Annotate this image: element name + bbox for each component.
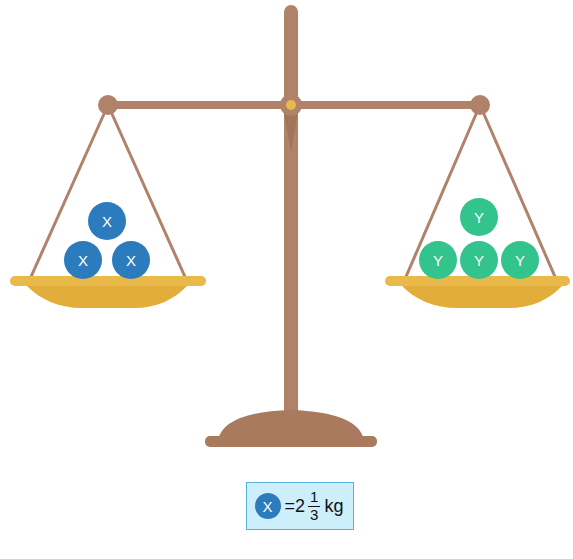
weight-letter: Y [474,210,484,225]
circle-fill [460,198,498,236]
circle-fill [88,202,126,240]
weight-letter: Y [433,253,443,268]
circle-fill [64,241,102,279]
fraction-numerator: 1 [308,489,320,507]
y-weight: Y [419,241,457,279]
x-weight: X [64,241,102,279]
weight-letter: Y [474,253,484,268]
scale-beam [108,101,480,109]
pan-rim [10,276,206,286]
circle-fill [419,241,457,279]
weight-letter: X [263,499,273,514]
pivot [280,94,302,116]
x-weight: X [112,241,150,279]
string [108,105,186,279]
pointer [284,112,298,152]
pan-bowl [401,285,563,308]
value-box: =2 kg13 X [246,482,355,530]
pivot-dot [286,100,296,110]
y-weight: Y [460,198,498,236]
weight-letter: X [102,214,112,229]
scale-post [284,5,298,425]
y-weight: Y [501,241,539,279]
beam-knob [470,95,490,115]
equals-whole: =2 [285,497,306,515]
weight-letter: X [126,253,136,268]
base-plate [205,436,377,447]
circle-fill [255,493,281,519]
x-symbol: X [255,493,281,519]
weight-letter: Y [515,253,525,268]
weight-letter: X [78,253,88,268]
beam-knob [98,95,118,115]
circle-fill [112,241,150,279]
x-weight: X [88,202,126,240]
y-weight: Y [460,241,498,279]
circle-fill [460,241,498,279]
fraction-denominator: 3 [310,507,318,524]
pan-bowl [26,285,188,308]
fraction: 13 [308,489,320,523]
unit-label: kg [324,497,343,515]
circle-fill [501,241,539,279]
string [30,105,108,279]
scale-base [218,410,364,440]
